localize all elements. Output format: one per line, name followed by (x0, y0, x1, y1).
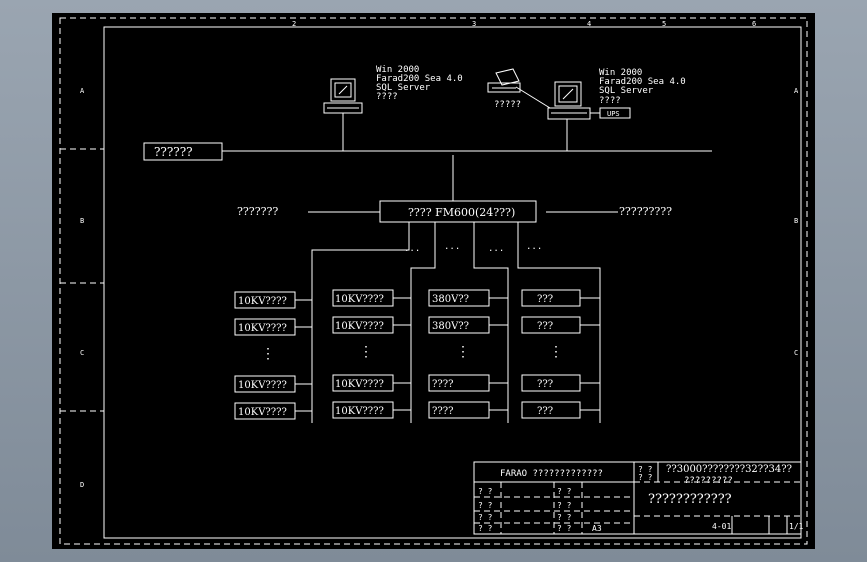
drawing-sheet: 2 3 4 5 6 A B C D A B C Win 2000 Farad20… (52, 13, 815, 549)
downlink (473, 222, 509, 423)
printer-label: ????? (494, 100, 521, 110)
device-label: ???? (432, 406, 453, 417)
row-mark: B (80, 217, 84, 225)
vertical-dots: ⋮ (359, 344, 373, 360)
row-mark: D (80, 481, 84, 489)
small-cell: ? ? (638, 465, 653, 474)
column-mark: 4 (587, 20, 591, 28)
device-label: 380V?? (432, 294, 469, 305)
title-cell: ? ? (557, 524, 572, 533)
row-mark: A (794, 87, 799, 95)
title-cell: ? ? (478, 501, 493, 510)
device-label: 10KV???? (238, 407, 287, 418)
device-label: ??? (537, 321, 553, 332)
device-label: 10KV???? (335, 379, 384, 390)
project-name: ??3000????????32??34?? (666, 464, 792, 475)
left-workstation-text: Win 2000 Farad200 Sea 4.0 SQL Server ???… (376, 65, 463, 102)
column-mark: 5 (662, 20, 666, 28)
column-mark: 3 (472, 20, 476, 28)
row-mark: C (80, 349, 84, 357)
device-label: ??? (537, 294, 553, 305)
device-column: 380V?? 380V?? ⋮ ???? ???? (428, 289, 508, 419)
dots: ... (404, 244, 420, 254)
vertical-dots: ⋮ (549, 344, 563, 360)
svg-text:SQL Server: SQL Server (599, 86, 654, 96)
network-diagram: 2 3 4 5 6 A B C D A B C Win 2000 Farad20… (59, 17, 808, 545)
device-label: 10KV???? (238, 323, 287, 334)
row-mark: B (794, 217, 798, 225)
row-mark: C (794, 349, 798, 357)
svg-text:Farad200 Sea 4.0: Farad200 Sea 4.0 (376, 74, 463, 84)
vertical-dots: ⋮ (261, 346, 275, 362)
network-label-box (143, 142, 223, 161)
title-cell: ? ? (557, 501, 572, 510)
svg-text:SQL Server: SQL Server (376, 83, 431, 93)
device-column: 10KV???? 10KV???? ⋮ 10KV???? 10KV???? (332, 289, 411, 419)
device-label: 10KV???? (335, 406, 384, 417)
device-label: ???? (432, 379, 453, 390)
computer-icon (323, 78, 363, 114)
sheet-number: 1/1 (789, 522, 804, 531)
title-block: FARAO ????????????? ? ? ? ? ??3000??????… (473, 461, 804, 535)
vertical-dots: ⋮ (456, 344, 470, 360)
title-cell: ? ? (478, 524, 493, 533)
inner-frame (103, 26, 802, 539)
svg-text:Win 2000: Win 2000 (376, 65, 419, 75)
drawing-title: ???????????? (648, 492, 732, 507)
hub-label: ???? FM600(24???) (408, 206, 515, 219)
title-cell: ? ? (557, 513, 572, 522)
svg-text:Win 2000: Win 2000 (599, 68, 642, 78)
downlink (311, 222, 410, 423)
svg-text:Farad200 Sea 4.0: Farad200 Sea 4.0 (599, 77, 686, 87)
dots: ... (444, 242, 460, 252)
device-label: 10KV???? (335, 294, 384, 305)
downlink (410, 222, 436, 423)
row-mark: A (80, 87, 85, 95)
column-mark: 2 (292, 20, 296, 28)
dots: ... (526, 242, 542, 252)
title-cell: ? ? (557, 487, 572, 496)
paper-size: A3 (592, 524, 602, 533)
drawing-number: 4-01 (712, 522, 731, 531)
network-label: ?????? (154, 145, 193, 159)
svg-text:????: ???? (376, 92, 398, 102)
svg-text:????: ???? (599, 96, 621, 106)
company-label: FARAO ????????????? (500, 469, 603, 479)
right-workstation-text: Win 2000 Farad200 Sea 4.0 SQL Server ???… (599, 68, 686, 106)
title-cell: ? ? (478, 513, 493, 522)
outer-frame (59, 17, 808, 545)
device-column: ??? ??? ⋮ ??? ??? (521, 289, 600, 419)
hub-right-label: ????????? (619, 205, 672, 218)
computer-icon (547, 81, 591, 120)
device-label: 10KV???? (238, 296, 287, 307)
ups-label: UPS (607, 110, 620, 118)
downlink (517, 222, 601, 423)
device-label: ??? (537, 406, 553, 417)
device-label: 10KV???? (238, 380, 287, 391)
device-label: 10KV???? (335, 321, 384, 332)
dots: ... (488, 244, 504, 254)
title-cell: ? ? (478, 487, 493, 496)
printer-icon (487, 68, 551, 109)
column-mark: 6 (752, 20, 756, 28)
project-sub: ????????? (684, 476, 733, 486)
device-label: ??? (537, 379, 553, 390)
device-column: 10KV???? 10KV???? ⋮ 10KV???? 10KV???? (234, 291, 312, 420)
hub-left-label: ??????? (237, 205, 278, 218)
device-label: 380V?? (432, 321, 469, 332)
small-cell: ? ? (638, 473, 653, 482)
